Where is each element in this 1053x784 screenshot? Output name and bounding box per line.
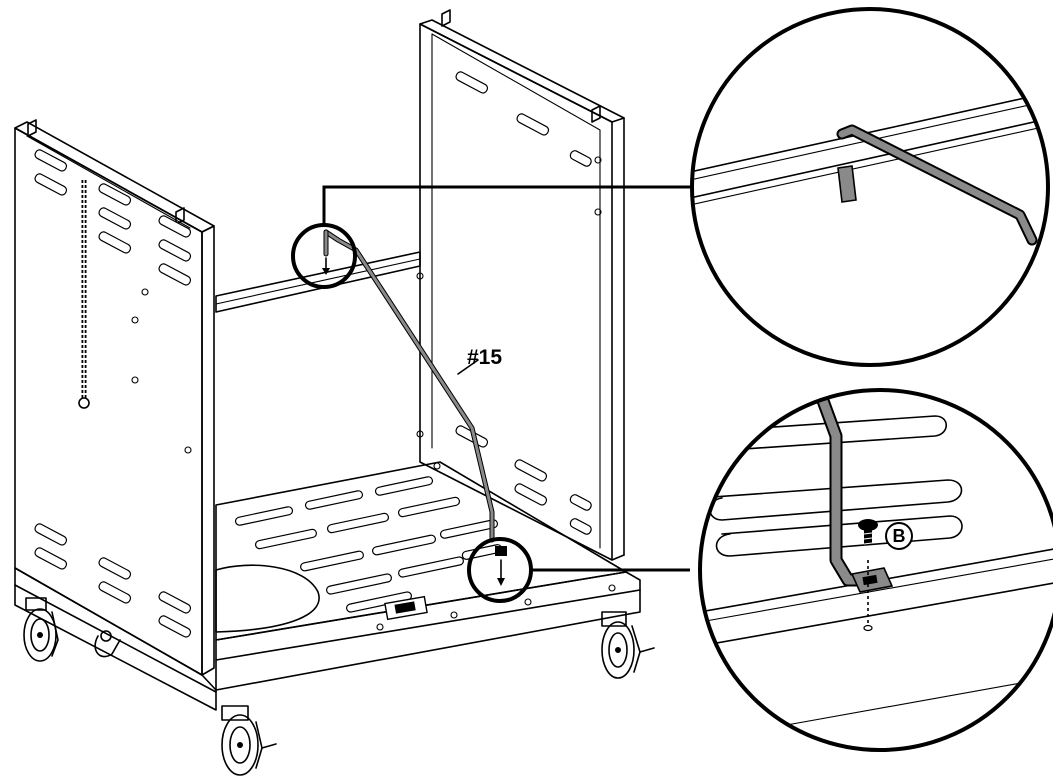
callout-bottom-small [467, 537, 690, 603]
hardware-letter: B [893, 526, 906, 546]
base-frame [215, 571, 641, 691]
grill-cart [14, 9, 655, 776]
hardware-letter-badge: B [885, 522, 913, 550]
back-panel [416, 9, 625, 561]
base-left-rail [14, 567, 217, 711]
caster-rear-right [601, 611, 655, 679]
left-side-panel [14, 119, 215, 676]
part-number-label: #15 [467, 346, 502, 369]
bottom-shelf [215, 461, 627, 641]
detail-view-top [690, 7, 1050, 367]
caster-front-right [221, 705, 277, 776]
rod-part: #15 [322, 229, 507, 586]
screw-hardware-icon [858, 519, 878, 545]
detail-view-bottom [698, 388, 1053, 752]
tank-hook [94, 630, 121, 658]
callout-top-small [291, 185, 690, 289]
igniter-chain [78, 180, 90, 409]
caster-front-left [23, 597, 59, 662]
